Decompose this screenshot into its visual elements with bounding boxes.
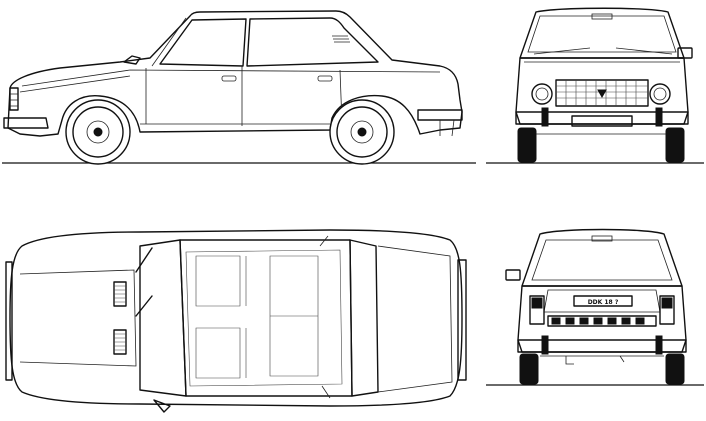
- rear-right-taillight: [659, 295, 675, 325]
- front-left-headlight: [531, 83, 553, 105]
- rear-plate-text: DDK 18 ?: [588, 299, 619, 306]
- top-seats: [195, 255, 319, 379]
- side-bonnet-crease: [19, 75, 131, 93]
- side-mirror: [123, 55, 141, 65]
- front-bumper-guard-right: [655, 107, 663, 127]
- rear-left-tyre: [519, 353, 539, 385]
- side-c-pillar-vent: [332, 35, 350, 43]
- rear-underbody: [540, 355, 664, 365]
- top-door-handles: [319, 235, 331, 399]
- side-front-wheel: [65, 99, 131, 165]
- front-right-headlight: [649, 83, 671, 105]
- top-interior-outline: [185, 249, 343, 387]
- side-headlight: [9, 87, 19, 111]
- front-wipers: [533, 47, 673, 55]
- side-exhaust: [439, 119, 455, 137]
- front-badge: [597, 89, 607, 99]
- front-bumper-guard-left: [541, 107, 549, 127]
- side-rear-bumper: [417, 109, 463, 121]
- front-plate: [571, 115, 633, 127]
- top-windscreen: [139, 239, 187, 397]
- side-front-window: [159, 18, 247, 67]
- side-grille-slats: [10, 93, 18, 107]
- rear-bumper-guard-right: [655, 335, 663, 355]
- front-windscreen: [527, 15, 677, 53]
- rear-interior-mirror: [591, 235, 613, 242]
- top-side-mirror: [153, 399, 171, 413]
- top-rear-window: [349, 239, 379, 397]
- side-door-seams: [145, 66, 343, 126]
- rear-bumper-guard-left: [541, 335, 549, 355]
- side-body-outline: [7, 10, 463, 137]
- front-glasshouse: [519, 7, 685, 59]
- top-trunk-lid: [377, 245, 453, 393]
- top-bonnet-vents: [113, 281, 127, 355]
- rear-left-taillight: [529, 295, 545, 325]
- top-wipers: [135, 247, 153, 317]
- side-front-door-handle: [221, 75, 237, 82]
- front-rear-mirror: [591, 13, 613, 20]
- rear-panel-grille: [547, 315, 657, 327]
- rear-glasshouse: [521, 228, 683, 287]
- rear-right-tyre: [665, 353, 685, 385]
- rear-plate: [573, 295, 633, 307]
- top-roof-outline: [179, 239, 353, 397]
- side-belt-line: [21, 69, 441, 87]
- top-bonnet: [19, 269, 137, 367]
- front-side-mirror: [677, 47, 693, 59]
- top-rear-bumper: [457, 259, 467, 381]
- side-a-pillar: [151, 17, 187, 67]
- rear-view: DDK 18 ?: [486, 228, 704, 386]
- side-front-bumper: [3, 117, 49, 129]
- rear-bumper: [517, 339, 687, 353]
- front-view: [486, 7, 704, 164]
- top-front-bumper: [5, 261, 13, 381]
- side-view: [2, 10, 476, 165]
- rear-side-mirror: [505, 269, 521, 281]
- front-left-tyre: [517, 127, 537, 163]
- front-grille: [555, 79, 649, 107]
- front-right-tyre: [665, 127, 685, 163]
- side-rear-door-handle: [317, 75, 333, 82]
- front-bumper: [515, 111, 689, 125]
- top-body-outline: [9, 229, 463, 407]
- side-rear-window: [246, 17, 379, 67]
- rear-window: [531, 239, 673, 281]
- top-view: [5, 229, 467, 413]
- side-rear-wheel: [329, 99, 395, 165]
